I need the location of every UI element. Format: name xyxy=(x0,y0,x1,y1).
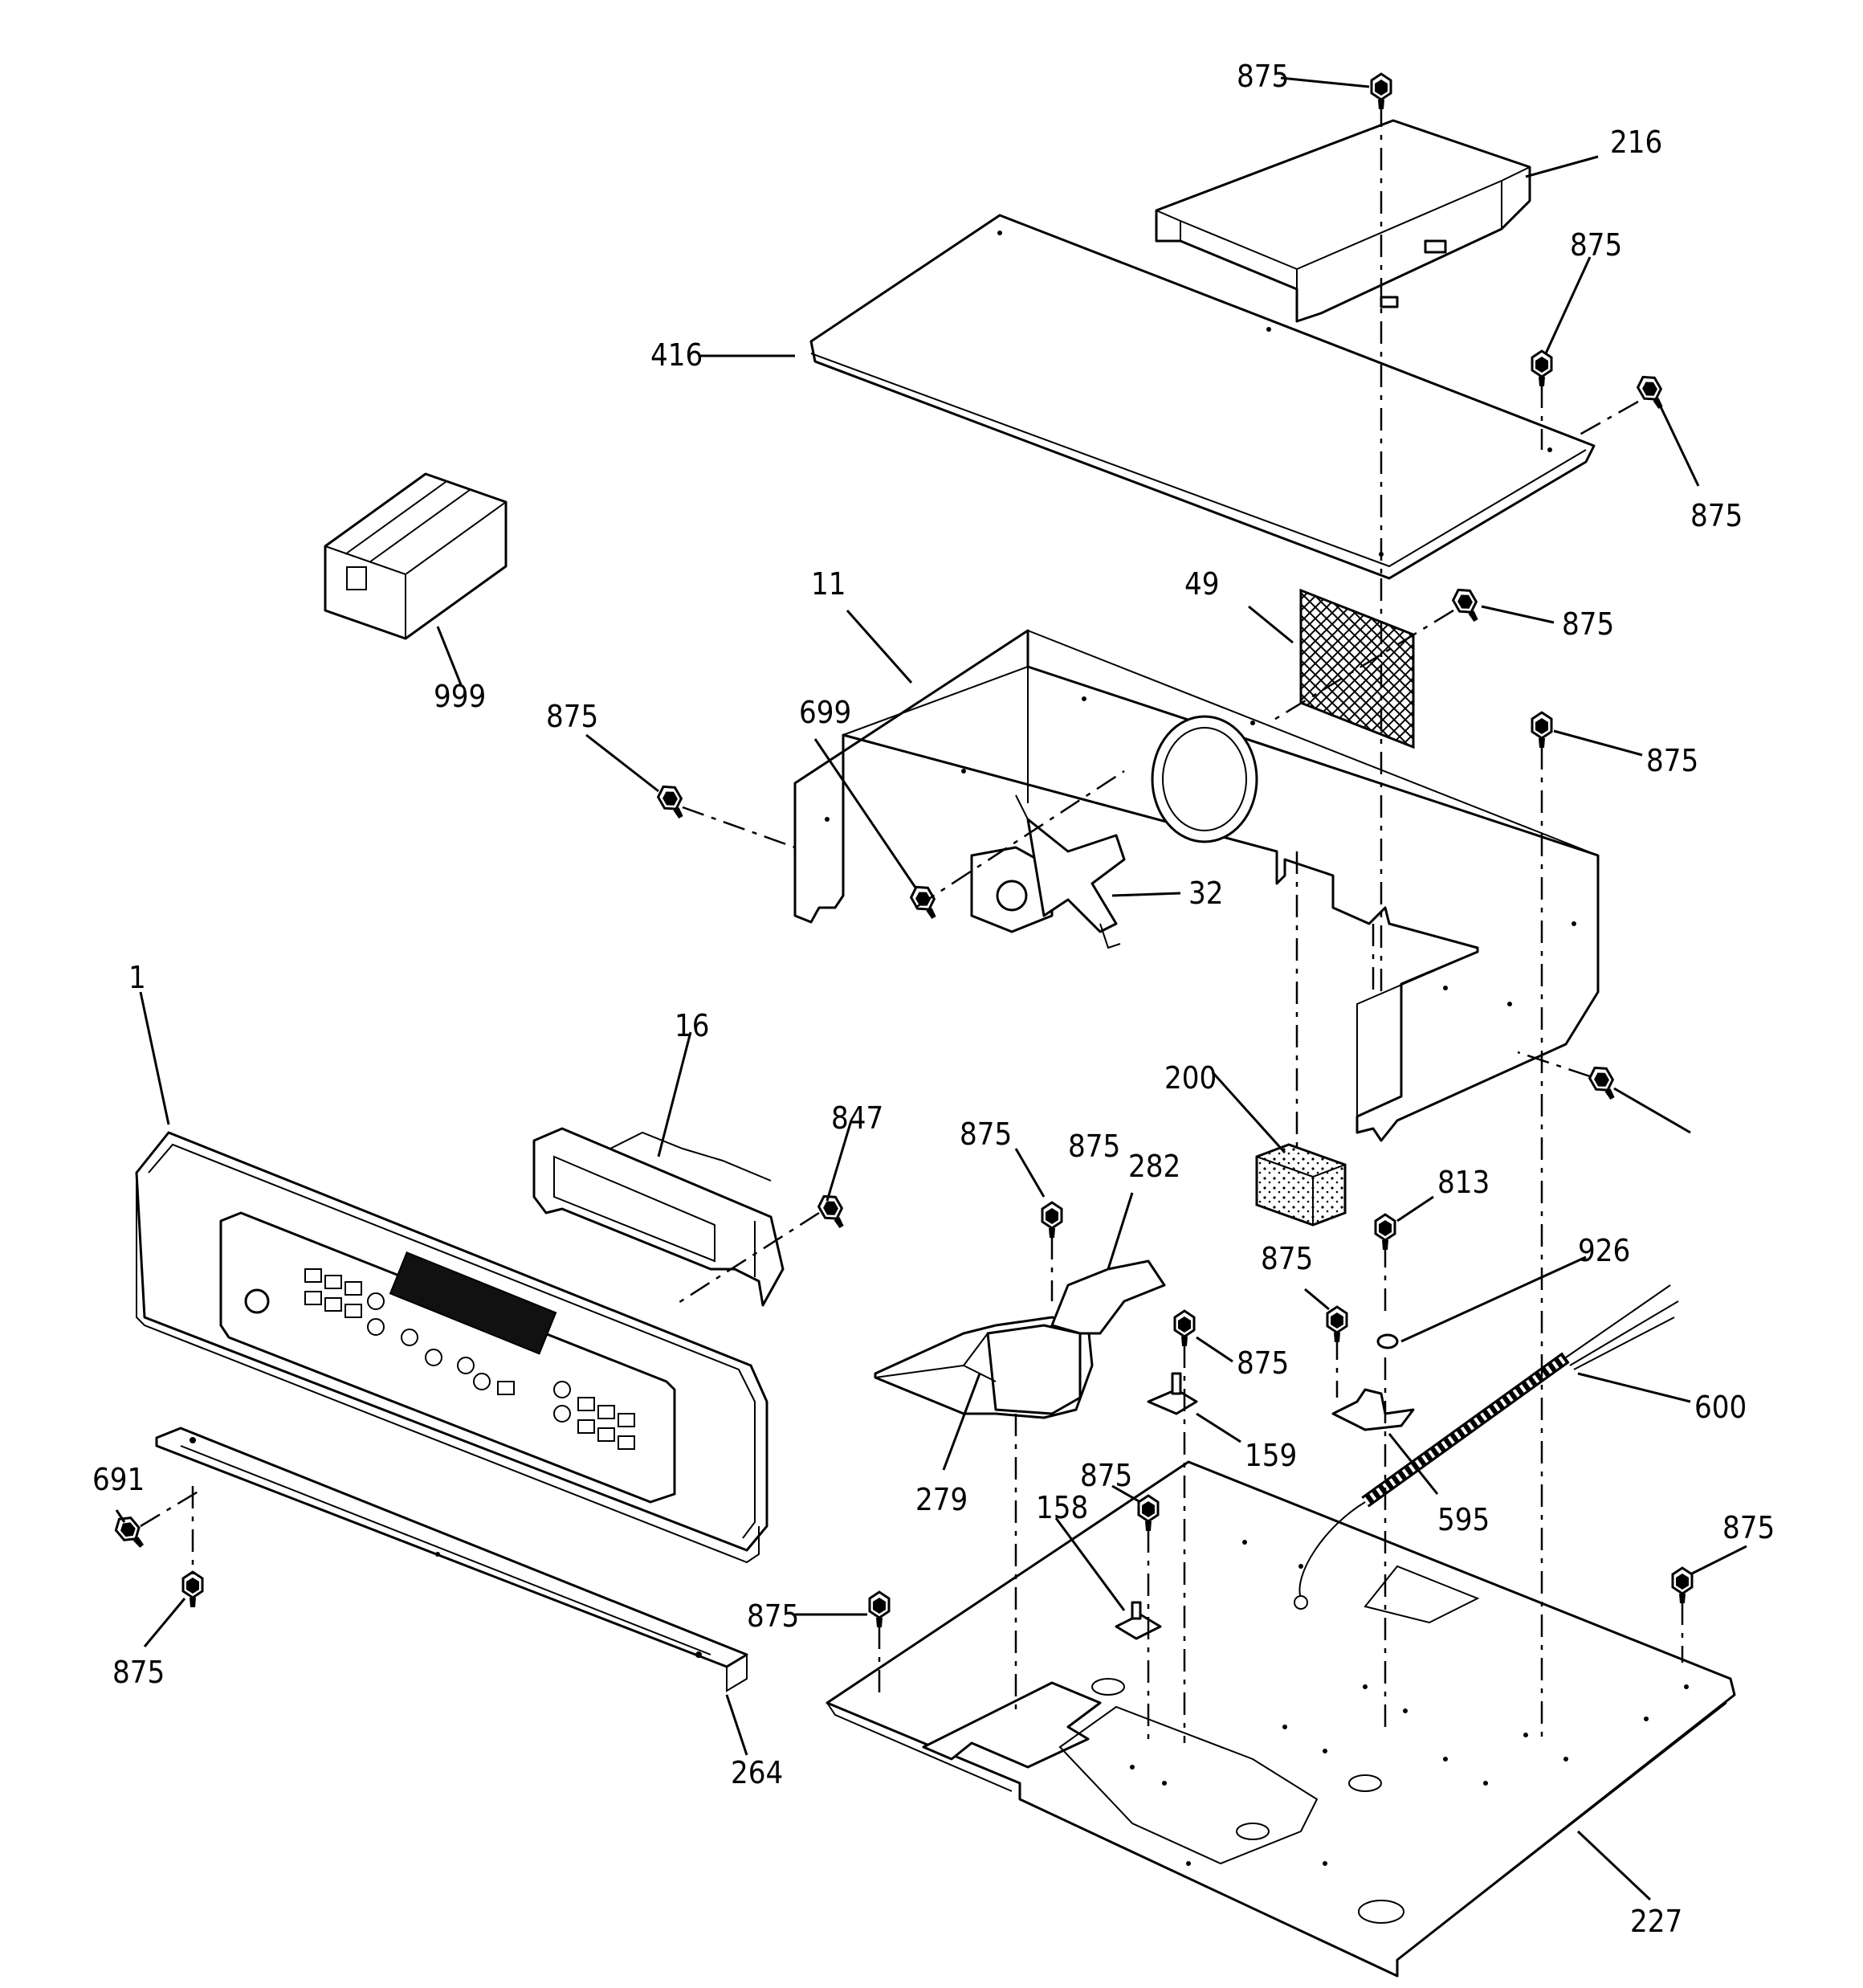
part-200-foam xyxy=(1255,1143,1347,1227)
callout-691: 691 xyxy=(92,1462,145,1497)
callout-875: 875 xyxy=(960,1116,1012,1152)
part-279-duct xyxy=(874,1259,1166,1419)
part-926-washer xyxy=(1376,1333,1399,1349)
part-600-harness xyxy=(1294,1284,1679,1610)
callout-158: 158 xyxy=(1036,1490,1088,1525)
callout-875: 875 xyxy=(546,699,598,734)
part-49-grille xyxy=(1299,588,1415,749)
part-595-clamp xyxy=(1331,1388,1415,1431)
alignment-lines xyxy=(140,104,1684,1743)
callout-labels: 875 216 875 416 875 999 11 49 875 875 69… xyxy=(92,59,1775,1939)
part-1-control-panel xyxy=(135,1131,768,1564)
callout-875: 875 xyxy=(1237,1345,1289,1381)
callout-875: 875 xyxy=(1690,498,1743,533)
callout-159: 159 xyxy=(1245,1438,1297,1473)
callout-875: 875 xyxy=(1080,1458,1132,1493)
part-264-rail xyxy=(155,1427,748,1692)
callout-216: 216 xyxy=(1610,125,1662,160)
callout-875: 875 xyxy=(1562,606,1614,642)
callout-227: 227 xyxy=(1630,1904,1682,1939)
callout-595: 595 xyxy=(1437,1502,1490,1537)
callout-200: 200 xyxy=(1164,1060,1217,1096)
leader-lines xyxy=(115,76,1747,1901)
callout-264: 264 xyxy=(731,1755,783,1790)
part-32-fan-motor xyxy=(970,794,1126,949)
callout-279: 279 xyxy=(915,1482,968,1517)
part-159-switch xyxy=(1147,1372,1198,1415)
callout-32: 32 xyxy=(1188,876,1224,911)
callout-875: 875 xyxy=(1722,1510,1775,1545)
callout-1: 1 xyxy=(128,960,146,995)
callout-875: 875 xyxy=(1570,227,1622,263)
callout-875: 875 xyxy=(1068,1129,1120,1164)
part-11-housing xyxy=(793,629,1600,1142)
callout-875: 875 xyxy=(1646,743,1698,778)
callout-600: 600 xyxy=(1694,1390,1747,1425)
part-416-top-panel xyxy=(809,214,1596,580)
callout-11: 11 xyxy=(811,566,846,602)
callout-875: 875 xyxy=(747,1598,799,1634)
callout-926: 926 xyxy=(1578,1233,1630,1268)
callout-999: 999 xyxy=(434,679,486,714)
part-227-base xyxy=(826,1460,1736,1978)
callout-875: 875 xyxy=(1261,1241,1313,1276)
part-216-bracket xyxy=(1155,119,1531,323)
callout-699: 699 xyxy=(799,695,851,730)
part-999-box xyxy=(324,472,508,640)
callout-16: 16 xyxy=(675,1008,710,1043)
callout-282: 282 xyxy=(1128,1149,1180,1184)
callout-416: 416 xyxy=(650,337,703,373)
callout-875: 875 xyxy=(1237,59,1289,94)
callout-847: 847 xyxy=(831,1100,883,1136)
callout-813: 813 xyxy=(1437,1165,1490,1200)
part-16-control-board xyxy=(532,1127,785,1307)
callout-875: 875 xyxy=(112,1655,165,1690)
callout-49: 49 xyxy=(1184,566,1220,602)
